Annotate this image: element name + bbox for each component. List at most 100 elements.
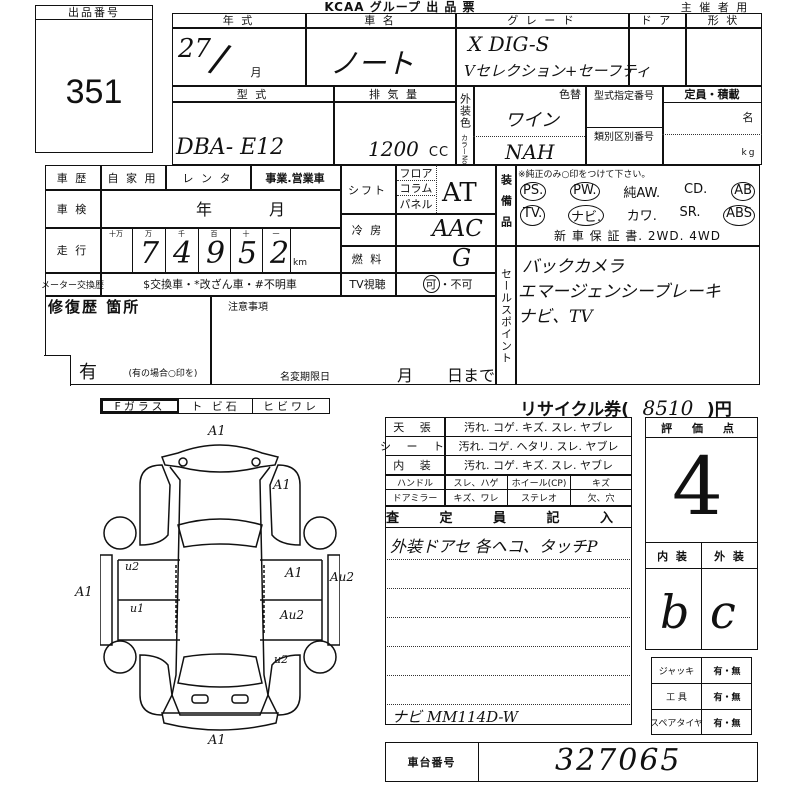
shift-floor[interactable]: フロア [397,166,435,181]
rear-bumper[interactable] [161,712,279,731]
color-change-label: 色替 [559,88,581,101]
persons-unit: 名 [742,111,756,124]
name-change-day-text: 日まで [447,366,496,385]
year-value: 27 [178,34,212,64]
tv-ok[interactable]: 可 [422,275,440,293]
score-value: 4 [672,440,723,533]
mark-right-sill: Au2 [330,570,355,584]
wheel-rear-left[interactable] [103,640,137,674]
sales-points-label: セールスポイント [499,268,513,364]
name-change-label: 名変期限日 [280,371,330,383]
mark-rear-bumper: A1 [208,733,226,748]
doors-left[interactable] [117,559,180,641]
fender-front-right[interactable] [269,464,301,546]
tv-sep: ・ [439,278,451,291]
equipment-item[interactable]: PW. [570,182,600,201]
interior-grade: b [660,585,690,639]
chassis-label: 車台番号 [407,756,456,769]
wheel-label: ホイール(CP) [511,478,567,489]
km-unit: km [293,258,307,268]
equipment-item[interactable]: 純AW. [623,186,661,201]
exterior-color-label: 外装色 [458,92,472,129]
stereo-label: ステレオ [520,494,557,504]
equipment-item[interactable]: TV. [520,205,546,226]
fuel-value: G [452,244,472,272]
quarter-left[interactable] [139,654,173,716]
handle-options: スレ、ハゲ [453,478,499,489]
equipment-item[interactable]: ナビ. [567,205,605,226]
wheel-front-right[interactable] [303,516,337,550]
doors-right[interactable] [260,559,323,641]
repair-notch [43,355,71,386]
tv-label: TV視聴 [349,278,386,291]
equipment-item[interactable]: SR. [679,205,701,220]
interior-grade-label: 内 装 [657,549,689,563]
chassis-number: 327065 [555,743,682,778]
glass-front: Fガラス [101,399,179,413]
month-suffix: 月 [250,66,264,79]
repair-value: 有 [79,362,99,383]
interior-table [385,417,632,725]
handle-label: ハンドル [396,478,433,489]
score-label: 評 価 点 [661,421,742,435]
sill-right[interactable] [327,554,340,646]
equipment-item[interactable]: カワ. [626,209,657,224]
mark-front-door-right: A1 [285,566,303,581]
capacity-label: 定員・積載 [684,88,740,101]
sales-point-3: ナビ、TV [518,307,593,327]
inspector-label: 査 定 員 記 入 [385,511,632,526]
vehicle-table [172,13,762,165]
accessory-value[interactable]: 有・無 [713,718,741,729]
shift-column[interactable]: コラム [397,181,435,196]
history-business[interactable]: 事業.営業車 [265,171,325,185]
type-designation-label: 型式指定番号 [594,90,654,102]
meter-label: メーター交換歴 [41,280,105,291]
mark-rear-door-right: Au2 [280,608,305,622]
mileage-digit-label: 万 [145,230,152,238]
sales-point-1: バックカメラ [522,257,624,277]
mileage-digit: 9 [206,236,226,271]
car-diagram [100,444,340,731]
wheel-rear-right[interactable] [303,640,337,674]
front-bumper[interactable] [161,444,279,473]
headlight-right [251,457,261,467]
inspection-year-unit: 年 [195,200,214,219]
inspector-line-1: 外装ドアセ 各ヘコ、タッチP [390,537,598,556]
accessory-value[interactable]: 有・無 [713,692,741,703]
wheel-front-left[interactable] [103,516,137,550]
recycle-amount: 8510 [642,396,694,420]
displacement-value: 1200 [368,137,419,161]
repair-label: 修復歴 箇所 [48,297,141,316]
equipment-row-2: TV. ナビ. カワ. SR. ABS [520,205,755,226]
quarter-right[interactable] [267,654,301,716]
color-no-label: カラーNo. [460,133,469,167]
mirror-label: ドアミラー [392,494,438,504]
mileage-digit-cell [100,228,132,272]
equipment-item[interactable]: AB [731,182,755,201]
history-private[interactable]: 自 家 用 [107,171,158,185]
shift-value: AT [442,178,477,208]
sill-left[interactable] [100,554,113,646]
history-rental[interactable]: レ ン タ [182,171,233,185]
equipment-item[interactable]: CD. [684,182,708,197]
exterior-grade-label: 外 装 [714,549,746,563]
tv-ng[interactable]: 不可 [450,278,473,291]
model-value: DBA- E12 [176,135,285,160]
mileage-digit-label: 十 [242,230,250,238]
mileage-digit-cell [230,228,262,272]
ac-label: 冷 房 [351,223,384,237]
equipment-row-3: 新 車 保 証 書. 2WD. 4WD [554,228,721,243]
accessory-value[interactable]: 有・無 [713,666,741,677]
owner-use-label: 主 催 者 用 [680,0,750,14]
grade-line2: Vセレクション+セーフティ [464,62,651,80]
mileage-label: 走 行 [56,244,89,257]
mileage-digit: 2 [270,236,290,271]
recycle-fee: リサイクル券( 8510 )円 [520,395,732,420]
fender-front-left[interactable] [139,464,171,546]
equipment-item[interactable]: ABS [723,205,755,226]
shift-panel[interactable]: パネル [399,198,433,211]
car-name-value: ノート [330,47,415,80]
equipment-row-1: PS. PW. 純AW. CD. AB [520,182,755,201]
stereo-options: 欠、穴 [587,494,615,504]
equipment-item[interactable]: PS. [520,182,547,201]
